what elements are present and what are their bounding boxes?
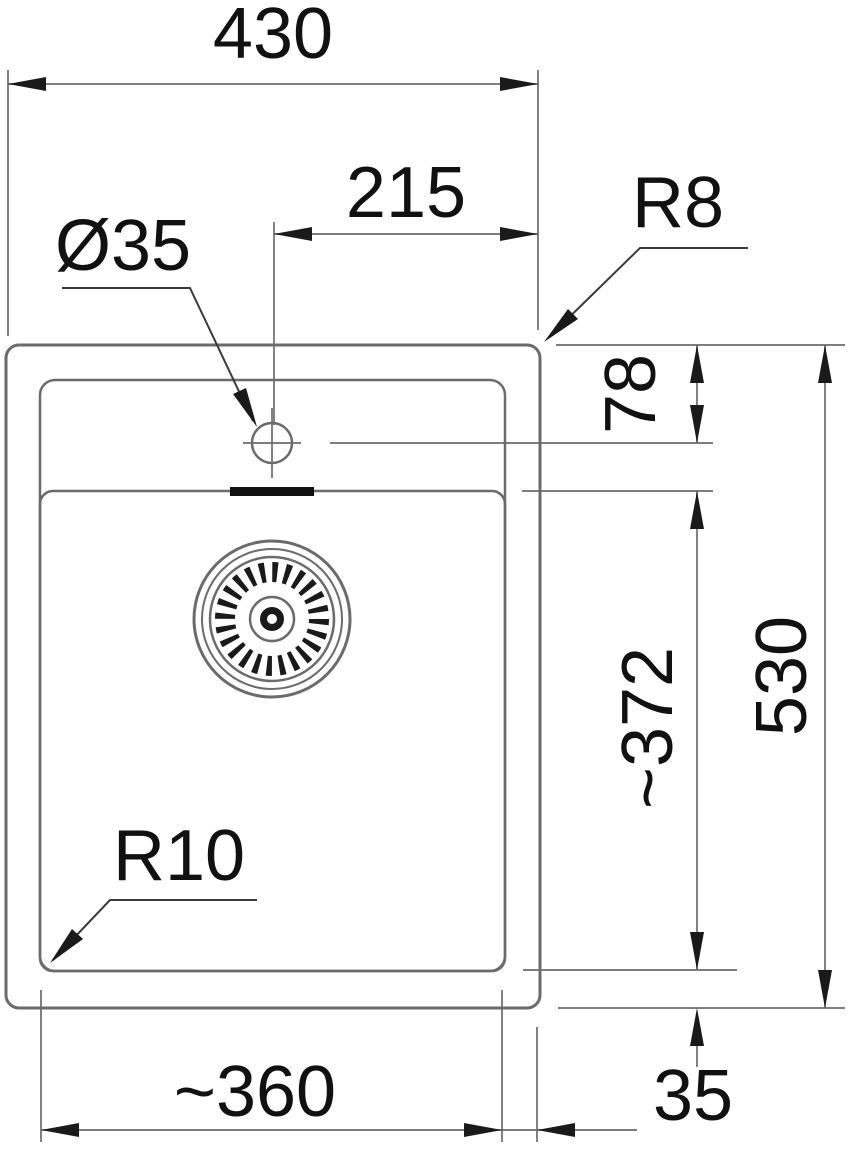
label-overall-depth: 530 xyxy=(742,616,822,736)
arrow-left xyxy=(274,227,312,241)
label-bowl-width: ~360 xyxy=(174,1052,336,1132)
arrow-up xyxy=(690,1008,704,1046)
arrow-down xyxy=(690,932,704,970)
arrow-down xyxy=(690,405,704,443)
leader-arrow xyxy=(233,388,257,427)
overflow-mark xyxy=(230,487,314,496)
callout-outer-corner-radius: R8 xyxy=(544,163,748,342)
label-hole-diameter: Ø35 xyxy=(55,206,191,286)
dimension-hole-offset: 215 xyxy=(273,153,538,425)
drain-ring-3 xyxy=(208,555,336,683)
drain-center-hole xyxy=(260,607,284,631)
dimension-hole-from-top: 78 xyxy=(330,344,845,444)
dimension-rim-width: 35 xyxy=(502,1008,733,1142)
dimension-bowl-width: ~360 xyxy=(40,990,503,1142)
leader-arrow xyxy=(50,929,83,963)
arrow-right xyxy=(500,77,538,91)
arrow-left xyxy=(537,1123,575,1137)
label-rim-width: 35 xyxy=(653,1056,733,1136)
arrow-up xyxy=(818,345,832,383)
label-hole-from-top: 78 xyxy=(591,354,671,434)
label-overall-width: 430 xyxy=(213,0,333,74)
sink-outline-group xyxy=(4,343,542,1010)
arrow-left xyxy=(41,1123,79,1137)
label-bowl-length: ~372 xyxy=(608,647,688,809)
arrow-up xyxy=(690,345,704,383)
arrow-right xyxy=(464,1123,502,1137)
drain-inner-ring xyxy=(248,595,296,643)
arrow-right xyxy=(500,227,538,241)
drain-outer-ring xyxy=(192,539,352,699)
label-bowl-corner-radius: R10 xyxy=(113,816,245,896)
callout-hole-diameter: Ø35 xyxy=(55,206,257,427)
drain xyxy=(192,539,352,699)
sink-outer-outline xyxy=(4,343,542,1010)
label-hole-offset: 215 xyxy=(346,153,466,233)
faucet-hole xyxy=(243,408,301,478)
drain-ring-2 xyxy=(201,548,343,690)
drain-strainer-slots xyxy=(215,562,329,676)
arrow-down xyxy=(818,970,832,1008)
dimension-overall-width: 430 xyxy=(7,0,539,336)
dimension-bowl-length: ~372 xyxy=(522,490,737,971)
arrow-left xyxy=(8,77,46,91)
label-outer-corner-radius: R8 xyxy=(632,163,724,243)
callout-bowl-corner-radius: R10 xyxy=(50,816,257,963)
dimension-overall-depth: 530 xyxy=(558,345,845,1009)
arrow-up xyxy=(690,491,704,529)
leader-arrow xyxy=(544,309,578,342)
